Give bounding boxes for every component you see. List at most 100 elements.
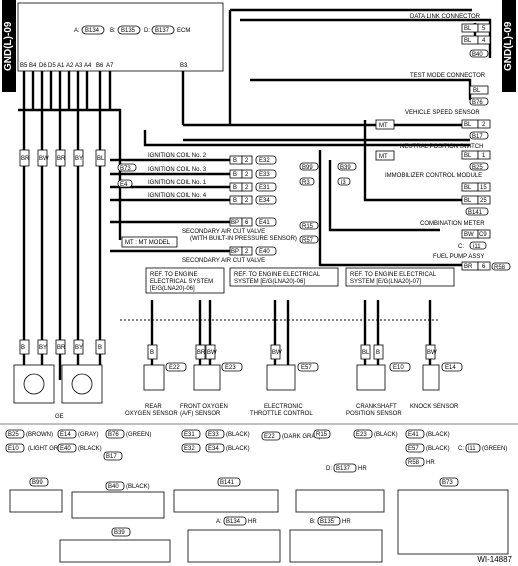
svg-text:B: B xyxy=(233,172,237,178)
svg-text:B135: B135 xyxy=(320,519,335,525)
svg-text:B: B xyxy=(150,350,154,356)
svg-text:BR: BR xyxy=(57,345,66,351)
svg-text:HR: HR xyxy=(342,519,351,525)
ecm-connector-prefix-b: B: xyxy=(110,28,116,34)
svg-text:BL: BL xyxy=(362,350,370,356)
svg-text:B76: B76 xyxy=(108,432,119,438)
svg-text:B134: B134 xyxy=(226,519,241,525)
ecm-pin: B4 xyxy=(29,63,37,69)
svg-text:E41: E41 xyxy=(408,432,419,438)
svg-text:BY: BY xyxy=(75,156,83,162)
svg-text:E41: E41 xyxy=(259,220,270,226)
connector-tags: B73 E4 B99 R3 B39 i3 R15 R57 xyxy=(117,162,357,244)
ecm-pin: B3 xyxy=(180,63,188,69)
throttle-control-label: ELECTRONIC xyxy=(264,404,303,410)
svg-text:SYSTEM [E/G(LNA20)-07]: SYSTEM [E/G(LNA20)-07] xyxy=(350,279,421,285)
svg-text:E14: E14 xyxy=(445,365,456,371)
svg-text:i3: i3 xyxy=(341,180,346,186)
figure-id: WI-14887 xyxy=(477,555,512,564)
svg-text:BL: BL xyxy=(464,26,472,32)
svg-text:(A/F) SENSOR: (A/F) SENSOR xyxy=(180,411,221,417)
svg-text:BL: BL xyxy=(464,122,472,128)
svg-text:i11: i11 xyxy=(473,244,481,250)
svg-text:25: 25 xyxy=(480,198,487,204)
vehicle-speed-sensor-label: VEHICLE SPEED SENSOR xyxy=(405,110,480,116)
svg-text:B141: B141 xyxy=(468,210,483,216)
svg-text:A:: A: xyxy=(216,519,222,525)
ignition-coils: IGNITION COIL No. 2 B 2 E32 IGNITION COI… xyxy=(148,153,277,205)
svg-text:(DARK GRAY): (DARK GRAY) xyxy=(282,434,321,440)
svg-text:i11: i11 xyxy=(468,446,476,452)
svg-text:E10: E10 xyxy=(8,446,19,452)
svg-text:R57: R57 xyxy=(302,238,314,244)
svg-text:E31: E31 xyxy=(184,432,195,438)
svg-text:E57: E57 xyxy=(301,365,312,371)
svg-text:BL: BL xyxy=(97,156,105,162)
svg-text:5: 5 xyxy=(482,26,486,32)
ground-symbols: GE xyxy=(13,364,103,420)
ecm-connector-a: B134 xyxy=(85,28,100,34)
svg-text:E31: E31 xyxy=(259,185,270,191)
immobilizer-label: IMMOBILIZER CONTROL MODULE xyxy=(385,173,482,179)
svg-text:E32: E32 xyxy=(259,158,270,164)
ecm-pin: A7 xyxy=(106,63,114,69)
svg-text:R15: R15 xyxy=(302,224,314,230)
svg-text:B25: B25 xyxy=(8,432,19,438)
svg-text:E22: E22 xyxy=(169,365,180,371)
svg-text:2: 2 xyxy=(245,198,249,204)
svg-text:D:: D: xyxy=(326,466,332,472)
ecm-pin: A3 xyxy=(75,63,83,69)
svg-text:BL: BL xyxy=(473,88,481,94)
svg-text:BL: BL xyxy=(464,153,472,159)
ecm-wires xyxy=(18,8,492,380)
svg-text:R15: R15 xyxy=(316,432,328,438)
ignition-coil-label: IGNITION COIL No. 4 xyxy=(148,193,207,199)
svg-text:[E/G(LNA20)-06]: [E/G(LNA20)-06] xyxy=(150,286,195,292)
svg-text:B39: B39 xyxy=(114,530,125,536)
svg-text:B: B xyxy=(21,345,25,351)
air-valve-2-label: SECONDARY AIR CUT VALVE xyxy=(182,258,265,264)
air-valve-1-label: SECONDARY AIR CUT VALVE xyxy=(182,229,265,235)
svg-text:BL: BL xyxy=(464,38,472,44)
rear-oxygen-sensor-label: REAR xyxy=(145,404,162,410)
svg-text:(BLACK): (BLACK) xyxy=(226,432,250,438)
svg-text:B76: B76 xyxy=(472,100,483,106)
svg-text:HR: HR xyxy=(358,466,367,472)
right-components: DATA LINK CONNECTOR BL 5 BL 4 B40 TEST M… xyxy=(375,14,511,271)
svg-text:E34: E34 xyxy=(259,198,270,204)
ecm-connector-b: B135 xyxy=(121,28,136,34)
svg-text:BR: BR xyxy=(57,156,66,162)
svg-text:REF. TO ENGINE: REF. TO ENGINE xyxy=(150,272,197,278)
svg-text:(BROWN): (BROWN) xyxy=(26,432,53,438)
svg-text:B141: B141 xyxy=(220,480,235,486)
svg-text:B:: B: xyxy=(310,519,316,525)
ecm-pin: A4 xyxy=(84,63,92,69)
svg-text:B99: B99 xyxy=(302,165,313,171)
svg-text:B17: B17 xyxy=(106,454,117,460)
svg-text:B40: B40 xyxy=(108,484,119,490)
ecm-pin: D5 xyxy=(48,63,56,69)
connector-legend: B25 (BROWN) E14 (GRAY) B76 (GREEN) E10 (… xyxy=(5,429,509,563)
svg-text:E4: E4 xyxy=(120,182,128,188)
svg-text:BW: BW xyxy=(39,156,49,162)
svg-text:B137: B137 xyxy=(336,466,351,472)
svg-text:B17: B17 xyxy=(472,134,483,140)
svg-text:E23: E23 xyxy=(356,432,367,438)
svg-text:B73: B73 xyxy=(120,166,131,172)
svg-text:(BLACK): (BLACK) xyxy=(226,446,250,452)
svg-text:E23: E23 xyxy=(225,365,236,371)
ecm-pin: D6 xyxy=(39,63,47,69)
front-oxygen-sensor-label: FRONT OXYGEN xyxy=(180,404,228,410)
svg-text:E40: E40 xyxy=(259,249,270,255)
ecm-block: A: B134 B: B135 D: B137 ECM B5 B4 D6 D5 … xyxy=(17,2,224,72)
reference-boxes: REF. TO ENGINE ELECTRICAL SYSTEM [E/G(LN… xyxy=(145,267,455,294)
svg-text:(BLACK): (BLACK) xyxy=(426,432,450,438)
svg-text:(BLACK): (BLACK) xyxy=(78,446,102,452)
svg-text:(BLACK): (BLACK) xyxy=(374,432,398,438)
svg-text:B25: B25 xyxy=(472,165,483,171)
svg-text:BL: BL xyxy=(464,185,472,191)
svg-text:BP: BP xyxy=(231,249,239,255)
svg-text:BL: BL xyxy=(464,198,472,204)
ignition-coil-label: IGNITION COIL No. 1 xyxy=(148,180,207,186)
svg-text:B: B xyxy=(98,345,102,351)
